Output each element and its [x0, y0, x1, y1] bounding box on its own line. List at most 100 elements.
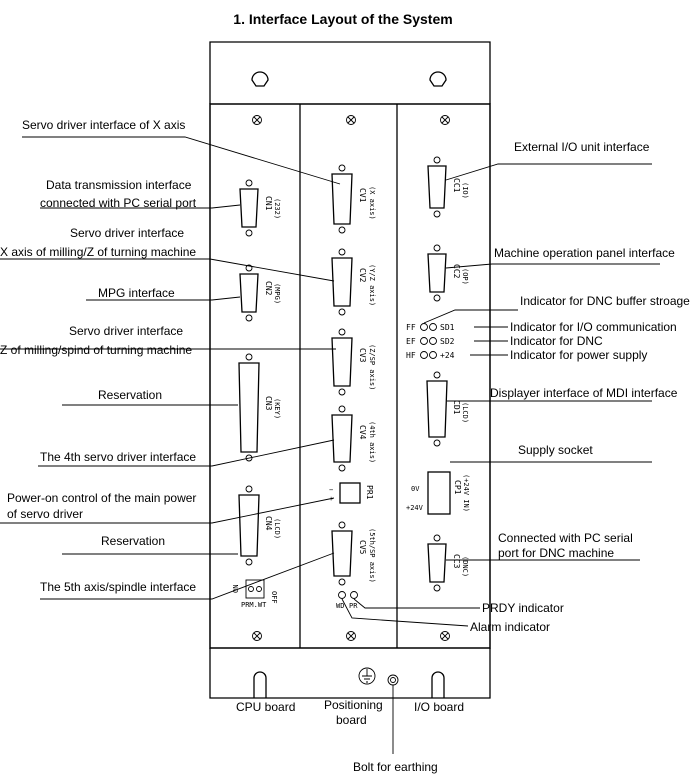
pr1-minus-label: −: [329, 486, 333, 494]
cv4-connector: CV4 (4th axis): [331, 405, 376, 472]
cn1-connector: CN1 (232): [239, 179, 281, 237]
keyhole-slot-top-left: [251, 71, 269, 87]
earthing-bolt-icon: [387, 674, 399, 686]
cp1-24v-label: +24V: [406, 504, 424, 512]
right-labels: External I/O unit interface Machine oper…: [470, 140, 690, 634]
cd1-label: CD1: [452, 400, 461, 415]
label-pc-dnc-1: Connected with PC serial: [498, 531, 633, 545]
cc3-label: CC3: [452, 554, 461, 569]
label-x-axis-milling: X axis of milling/Z of turning machine: [0, 245, 196, 259]
led-hf-label: HF: [406, 351, 416, 360]
cv1-connector: CV1 (X axis): [331, 164, 376, 234]
label-servo-4th: The 4th servo driver interface: [40, 450, 196, 464]
slot-bottom-left: [253, 671, 267, 698]
switch-off-label: OFF: [270, 591, 278, 604]
label-pc-dnc-2: port for DNC machine: [498, 546, 614, 560]
left-labels: Servo driver interface of X axis Data tr…: [0, 118, 197, 594]
cn4-sublabel: (LCD): [273, 518, 281, 539]
label-axis-5th: The 5th axis/spindle interface: [40, 580, 196, 594]
label-x-servo: Servo driver interface of X axis: [22, 118, 185, 132]
cp1-0v-label: 0V: [411, 485, 420, 493]
wd-label: WD: [336, 602, 344, 610]
cp1-label: CP1: [453, 480, 462, 495]
led-sd1-label: SD1: [440, 323, 455, 332]
status-leds: FF SD1 EF SD2 HF +24: [406, 323, 455, 360]
cn1-label: CN1: [264, 196, 273, 211]
cc3-connector: CC3 (DNC): [427, 534, 469, 592]
cc1-sublabel: (IO): [461, 182, 469, 199]
label-alarm: Alarm indicator: [470, 620, 550, 634]
cv5-connector: CV5 (5th/SP axis): [331, 521, 376, 586]
label-data-tx-2: connected with PC serial port: [40, 196, 197, 210]
label-supply-socket: Supply socket: [518, 443, 593, 457]
cc2-label: CC2: [452, 264, 461, 279]
label-reservation-1: Reservation: [98, 388, 162, 402]
power-led-icon: [429, 351, 437, 359]
slot-bottom-right: [431, 671, 445, 698]
label-io-board: I/O board: [414, 700, 464, 714]
wd-pr-leds: WD PR: [336, 591, 358, 610]
label-power-on-2: of servo driver: [7, 507, 83, 521]
bottom-mounting-flange: [209, 648, 491, 699]
ef-led-icon: [420, 337, 428, 345]
pr-led-label: PR: [349, 602, 358, 610]
led-sd2-label: SD2: [440, 337, 455, 346]
sd2-led-icon: [429, 337, 437, 345]
cn2-sublabel: (MPG): [273, 283, 281, 304]
hf-led-icon: [420, 351, 428, 359]
cv2-label: CV2: [358, 268, 367, 283]
label-mpg: MPG interface: [98, 286, 175, 300]
led-ef-label: EF: [406, 337, 416, 346]
keyhole-slot-top-right: [429, 71, 447, 87]
wd-led-icon: [338, 591, 346, 599]
label-servo-iface: Servo driver interface: [70, 226, 184, 240]
cc1-label: CC1: [452, 178, 461, 193]
label-dnc-buffer: Indicator for DNC buffer stroage: [520, 294, 690, 308]
bottom-labels: CPU board Positioning board I/O board Bo…: [236, 685, 464, 774]
cn3-label: CN3: [264, 396, 273, 411]
label-reservation-2: Reservation: [101, 534, 165, 548]
cv2-connector: CV2 (Y/Z axis): [331, 248, 376, 316]
cv1-label: CV1: [358, 188, 367, 203]
cv3-sublabel: (Z/SP axis): [368, 344, 376, 390]
cv4-label: CV4: [358, 425, 367, 440]
leader-lines: [0, 136, 660, 627]
cc3-sublabel: (DNC): [461, 556, 469, 577]
cn4-connector: CN4 (LCD): [238, 485, 281, 566]
label-ext-io: External I/O unit interface: [514, 140, 650, 154]
cn1-sublabel: (232): [273, 198, 281, 219]
label-power-on-1: Power-on control of the main power: [7, 491, 196, 505]
cn3-connector: CN3 (KEY): [238, 353, 281, 462]
screw-icons: [252, 115, 450, 641]
label-data-tx-1: Data transmission interface: [46, 178, 192, 192]
cv4-sublabel: (4th axis): [368, 421, 376, 463]
label-prdy: PRDY indicator: [482, 601, 564, 615]
cv1-sublabel: (X axis): [368, 186, 376, 220]
cv3-connector: CV3 (Z/SP axis): [331, 328, 376, 396]
label-z-milling: Z of milling/spind of turning machine: [0, 343, 192, 357]
prm-wt-switch: ON OFF PRM.WT: [232, 579, 278, 609]
cn4-label: CN4: [264, 516, 273, 531]
cc1-connector: CC1 (IO): [427, 156, 469, 218]
cp1-connector: 0V +24V CP1 (+24V IN): [406, 471, 470, 515]
cd1-sublabel: (LCD): [461, 402, 469, 423]
cd1-connector: CD1 (LCD): [426, 371, 469, 447]
ff-led-icon: [420, 323, 428, 331]
earthing-symbol-icon: [358, 667, 376, 685]
diagram-title: 1. Interface Layout of the System: [233, 11, 452, 27]
label-positioning-1: Positioning: [324, 698, 383, 712]
led-24-label: +24: [440, 351, 455, 360]
label-cpu-board: CPU board: [236, 700, 295, 714]
label-mdi: Displayer interface of MDI interface: [490, 386, 678, 400]
switch-on-label: ON: [232, 585, 240, 593]
label-positioning-2: board: [336, 713, 367, 727]
label-bolt: Bolt for earthing: [353, 760, 438, 774]
cv3-label: CV3: [358, 348, 367, 363]
label-machine-panel: Machine operation panel interface: [494, 246, 675, 260]
cn2-label: CN2: [264, 281, 273, 296]
led-ff-label: FF: [406, 323, 416, 332]
label-power-supply: Indicator for power supply: [510, 348, 647, 362]
label-io-comm: Indicator for I/O communication: [510, 320, 677, 334]
top-mounting-flange: [209, 41, 491, 104]
